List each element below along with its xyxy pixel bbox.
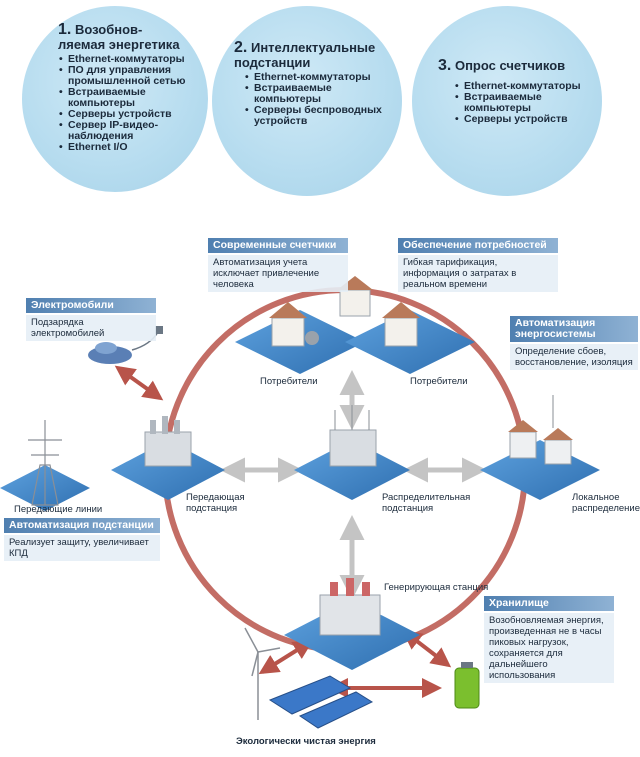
callout-text: Возобновляемая энергия, произведенная не… xyxy=(484,613,614,683)
label-generating-station: Генерирующая станция xyxy=(384,582,489,593)
meter-reading-list: Ethernet-коммутаторы Встраиваемые компью… xyxy=(454,81,588,126)
renewable-energy-list: Ethernet-коммутаторы ПО для управления п… xyxy=(58,54,190,154)
circle-title-line1: Интеллектуальные xyxy=(250,40,376,55)
connector-arrows xyxy=(148,370,487,600)
circle-title-line1: Опрос счетчиков xyxy=(454,58,566,73)
list-item: Встраиваемые компьютеры xyxy=(454,92,588,114)
callout-title: Автоматизация подстанции xyxy=(4,518,160,533)
callout-title: Обеспечение потребностей xyxy=(398,238,558,253)
callout-title: Автоматизация энергосистемы xyxy=(510,316,638,342)
transmission-lines-platform xyxy=(0,420,90,511)
label-transmission-substation: Передающая подстанция xyxy=(186,492,245,514)
consumers-left-platform xyxy=(235,302,365,374)
callout-text: Подзарядка электромобилей xyxy=(26,315,156,341)
storage-callout: Хранилище Возобновляемая энергия, произв… xyxy=(484,596,614,683)
distribution-substation-platform xyxy=(294,405,410,500)
electric-vehicles-callout: Электромобили Подзарядка электромобилей xyxy=(26,298,156,341)
meter-reading-title: 3. Опрос счетчиков xyxy=(438,57,588,74)
callout-text: Определение сбоев, восстановление, изоля… xyxy=(510,344,638,370)
list-item: Серверы устройств xyxy=(454,114,588,126)
grid-automation-callout: Автоматизация энергосистемы Определение … xyxy=(510,316,638,370)
list-item: Встраиваемые компьютеры xyxy=(58,87,190,109)
substation-automation-callout: Автоматизация подстанции Реализует защит… xyxy=(4,518,160,561)
battery xyxy=(454,662,480,709)
label-local-distribution: Локальное распределение xyxy=(572,492,640,514)
list-item: Ethernet-коммутаторы xyxy=(58,54,190,66)
modern-meters-callout: Современные счетчики Автоматизация учета… xyxy=(208,238,348,292)
transmission-substation-platform xyxy=(111,416,225,500)
list-item: Ethernet I/O xyxy=(58,142,190,154)
callout-text: Реализует защиту, увеличивает КПД xyxy=(4,535,160,561)
local-distribution-platform xyxy=(480,395,600,500)
generating-station-platform xyxy=(284,578,420,670)
smart-substations-list: Ethernet-коммутаторы Встраиваемые компью… xyxy=(244,72,388,127)
circle-title-line1: Возобнов- xyxy=(74,22,143,37)
callout-title: Современные счетчики xyxy=(208,238,348,253)
list-item: Ethernet-коммутаторы xyxy=(244,72,388,84)
list-item: Встраиваемые компьютеры xyxy=(244,83,388,105)
renewable-energy-circle: 1. Возобнов- ляемая энергетика Ethernet-… xyxy=(22,6,208,192)
label-distribution-substation: Распределительная подстанция xyxy=(382,492,471,514)
label-clean-energy: Экологически чистая энергия xyxy=(236,736,376,747)
label-transmission-lines: Передающие линии xyxy=(14,504,103,515)
solar-panels xyxy=(268,675,374,729)
smart-substations-title: 2. Интеллектуальные подстанции xyxy=(234,39,388,71)
circle-title-line2: подстанции xyxy=(234,55,311,70)
callout-title: Хранилище xyxy=(484,596,614,611)
list-item: Серверы устройств xyxy=(58,109,190,121)
smart-substations-circle: 2. Интеллектуальные подстанции Ethernet-… xyxy=(212,6,402,196)
callout-text: Автоматизация учета исключает привлечени… xyxy=(208,255,348,292)
list-item: Серверы беспроводных устройств xyxy=(244,105,388,127)
circle-number: 3. xyxy=(438,57,452,74)
electric-car xyxy=(88,326,163,364)
circle-number: 2. xyxy=(234,39,248,56)
consumer-needs-callout: Обеспечение потребностей Гибкая тарифика… xyxy=(398,238,558,292)
callout-text: Гибкая тарификация, информация о затрата… xyxy=(398,255,558,292)
circle-title-line2: ляемая энергетика xyxy=(58,37,180,52)
list-item: ПО для управления промышленной сетью xyxy=(58,65,190,87)
label-consumers-left: Потребители xyxy=(260,376,318,387)
consumers-right-platform xyxy=(337,276,475,374)
callout-title: Электромобили xyxy=(26,298,156,313)
circle-number: 1. xyxy=(58,21,72,38)
label-consumers-right: Потребители xyxy=(410,376,468,387)
renewable-energy-title: 1. Возобнов- ляемая энергетика xyxy=(58,21,190,53)
list-item: Сервер IP-видео-наблюдения xyxy=(58,120,190,142)
meter-reading-circle: 3. Опрос счетчиков Ethernet-коммутаторы … xyxy=(412,6,602,196)
wind-turbine xyxy=(244,627,281,720)
list-item: Ethernet-коммутаторы xyxy=(454,81,588,93)
